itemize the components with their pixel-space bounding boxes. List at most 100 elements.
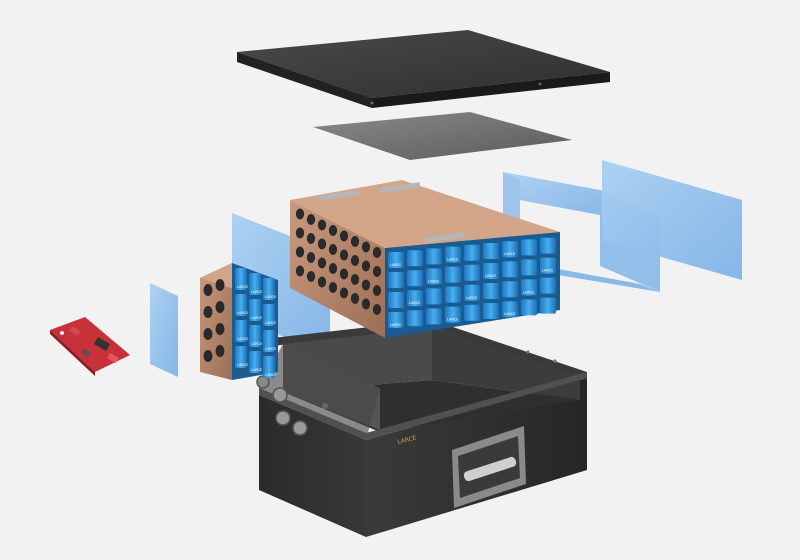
holder-hole [203, 284, 213, 296]
side-insulation-sheets [150, 160, 742, 377]
battery-cell-label: LARCE [265, 347, 276, 351]
battery-cell [407, 270, 423, 287]
holder-hole [328, 282, 338, 293]
battery-cell-label: LARCE [504, 252, 515, 256]
battery-cell-label: LARCE [523, 290, 534, 294]
battery-cell [521, 299, 537, 316]
battery-cell [426, 268, 442, 285]
holder-hole [215, 345, 225, 357]
holder-hole [339, 287, 349, 299]
battery-module-large: LARCE LARCE LARCE LARCE LARCE LARCE LARCE LARCE… [290, 180, 560, 338]
battery-cell [540, 237, 556, 254]
battery-cell [407, 310, 423, 327]
battery-cell-label: LARCE [251, 342, 262, 346]
holder-hole [215, 323, 225, 335]
battery-cell-label: LARCE [251, 316, 262, 320]
holder-hole [295, 208, 305, 220]
battery-cell [521, 259, 537, 276]
holder-hole [350, 236, 360, 247]
battery-cell-label: LARCE [251, 290, 262, 294]
battery-cell [388, 252, 404, 268]
holder-hole [317, 238, 327, 250]
battery-cell [540, 297, 556, 314]
battery-cell [483, 283, 499, 299]
holder-hole [295, 265, 305, 277]
battery-cell [388, 272, 404, 288]
battery-cell [502, 241, 518, 258]
battery-cell [540, 257, 556, 274]
battery-cell [445, 286, 461, 303]
holder-hole [361, 260, 371, 272]
battery-cell [426, 248, 442, 265]
holder-hole [203, 306, 213, 318]
battery-cell-label: LARCE [542, 269, 553, 273]
battery-cell-label: LARCE [251, 368, 262, 372]
battery-cell-label: LARCE [265, 321, 276, 325]
battery-cell-label: LARCE [237, 285, 248, 289]
battery-case: LARCE [256, 320, 587, 537]
holder-hole [339, 249, 349, 261]
holder-hole [361, 298, 371, 310]
battery-cell [249, 273, 261, 295]
battery-cell [521, 239, 537, 256]
battery-cell [263, 330, 275, 352]
battery-cell [483, 243, 499, 259]
battery-cell-label: LARCE [390, 323, 401, 327]
battery-cell [388, 292, 404, 308]
holder-hole [328, 244, 338, 255]
insulation-pad [313, 112, 572, 160]
holder-hole [215, 279, 225, 291]
battery-cell [464, 304, 480, 321]
battery-cell [483, 303, 499, 319]
holder-hole [372, 247, 382, 258]
holder-hole [306, 271, 316, 282]
battery-cell [464, 284, 480, 301]
holder-hole [339, 230, 349, 242]
battery-cell [235, 268, 247, 290]
holder-hole [361, 279, 371, 291]
battery-cell-label: LARCE [447, 258, 458, 262]
battery-cell-label: LARCE [466, 296, 477, 300]
battery-cell-label: LARCE [237, 363, 248, 367]
battery-cell [502, 261, 518, 278]
holder-hole [339, 268, 349, 280]
battery-cell [502, 301, 518, 318]
battery-cell-label: LARCE [428, 279, 439, 283]
battery-cell [407, 290, 423, 307]
holder-hole [306, 233, 316, 244]
holder-hole [328, 263, 338, 274]
insulation-sheet-right [602, 160, 742, 280]
holder-hole [203, 328, 213, 340]
holder-hole [372, 285, 382, 296]
holder-hole [295, 246, 305, 258]
holder-hole [372, 266, 382, 277]
battery-cell [426, 288, 442, 305]
battery-cell-label: LARCE [237, 337, 248, 341]
battery-cell [235, 294, 247, 316]
holder-hole [317, 219, 327, 231]
bms-board [50, 317, 130, 376]
battery-cell [426, 308, 442, 325]
battery-module-small: LARCELARCELARCELARCELARCELARCELARCELARCE… [200, 263, 278, 380]
battery-cell-label: LARCE [265, 373, 276, 377]
insulation-sheet-left [150, 283, 178, 377]
battery-cell-label: LARCE [265, 295, 276, 299]
holder-hole [328, 225, 338, 236]
holder-hole [361, 241, 371, 253]
battery-cell [445, 306, 461, 323]
holder-hole [317, 257, 327, 269]
battery-cell [502, 281, 518, 298]
case-handle[interactable] [452, 426, 526, 508]
battery-cell [521, 279, 537, 296]
holder-hole [306, 252, 316, 263]
battery-cell [540, 277, 556, 294]
battery-cell [407, 250, 423, 267]
holder-hole [215, 301, 225, 313]
battery-cell [249, 325, 261, 347]
battery-cell-label: LARCE [409, 301, 420, 305]
battery-cell-label: LARCE [237, 311, 248, 315]
battery-cell [235, 346, 247, 368]
battery-cell [235, 320, 247, 342]
battery-cell-label: LARCE [390, 263, 401, 267]
